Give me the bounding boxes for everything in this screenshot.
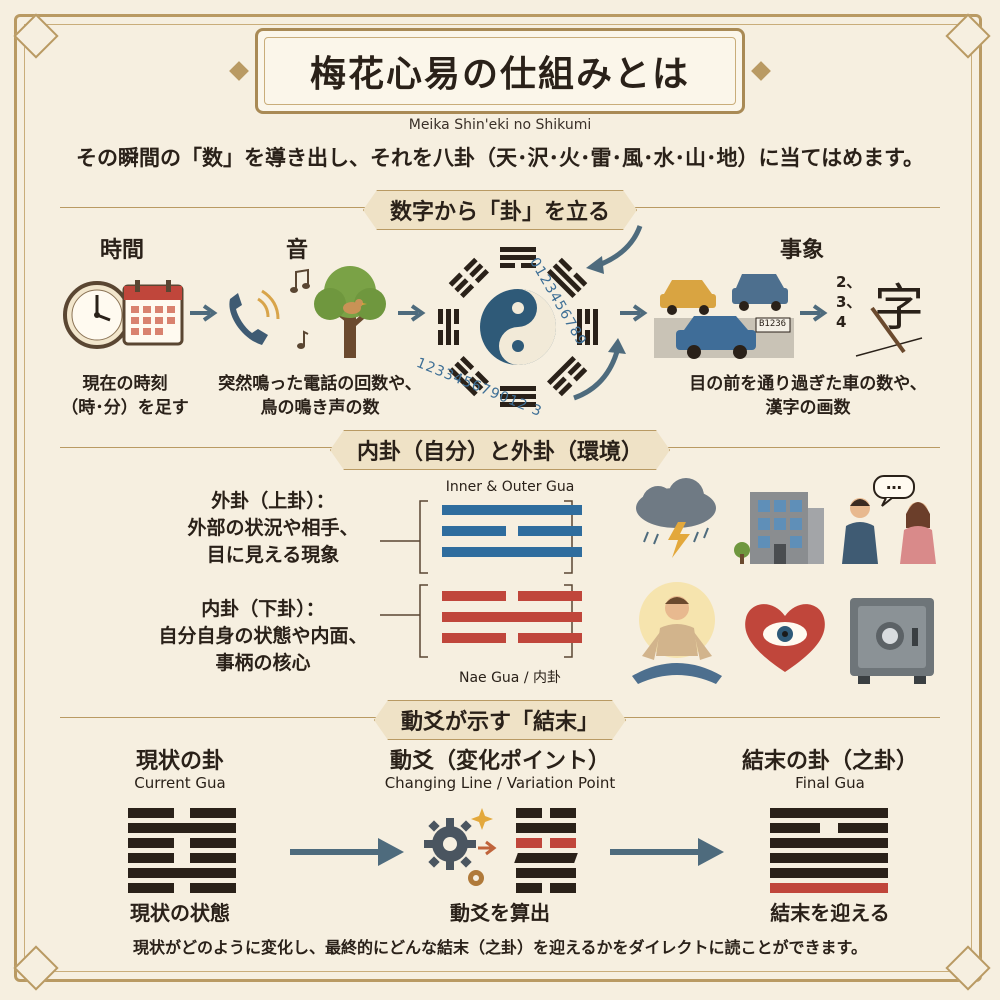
section2-header: 内卦（自分）と外卦（環境）	[0, 430, 1000, 470]
inner-line-broken-right	[518, 633, 582, 643]
outer-line-broken-right	[518, 526, 582, 536]
tree-bird-icon	[314, 266, 386, 358]
section1-header: 数字から「卦」を立る	[0, 190, 1000, 230]
lead-text: その瞬間の「数」を導き出し、それを八卦（天･沢･火･雷･風･水･山･地）に当ては…	[76, 146, 924, 170]
meditation-icon	[632, 582, 722, 684]
gear-icon	[424, 808, 497, 886]
building-icon	[734, 492, 824, 564]
arrow-right-icon	[190, 304, 218, 322]
inner-gua-description: 内卦（下卦）： 自分自身の状態や内面、 事柄の核心	[158, 598, 368, 674]
inner-line-broken-left	[442, 591, 506, 601]
event-caption: 目の前を通り過ぎた車の数や、 漢字の画数	[689, 374, 927, 418]
brush-icon	[855, 306, 923, 357]
safe-icon	[850, 598, 934, 684]
speech-bubble-text: …	[886, 474, 902, 493]
outer-line-solid	[442, 547, 582, 557]
license-plate: B1236	[759, 319, 787, 329]
final-gua-title: 結末の卦（之卦）	[741, 749, 918, 774]
inner-line-broken-right	[518, 591, 582, 601]
arrow-right-icon	[290, 838, 404, 866]
outer-frame	[14, 14, 982, 982]
sound-heading: 音	[286, 238, 309, 263]
stroke-numbers: 2、 3、 4	[836, 273, 862, 331]
section2-label: 内卦（自分）と外卦（環境）	[330, 430, 670, 470]
outer-line-broken-left	[442, 526, 506, 536]
cars-icon	[654, 274, 794, 359]
curved-arrow-icon	[573, 338, 626, 401]
inner-outer-caption: Inner & Outer Gua	[445, 479, 575, 495]
section1-label: 数字から「卦」を立る	[363, 190, 637, 230]
calendar-icon	[122, 280, 184, 346]
inner-line-solid	[442, 612, 582, 622]
title-box: 梅花心易の仕組みとは	[255, 28, 745, 114]
changing-line-en: Changing Line / Variation Point	[384, 774, 616, 792]
current-gua-title: 現状の卦	[135, 749, 224, 774]
current-gua-en: Current Gua	[134, 774, 226, 792]
bagua-yinyang-icon	[438, 247, 598, 407]
outer-line-solid	[442, 505, 582, 515]
phone-icon	[229, 289, 280, 345]
page-title: 梅花心易の仕組みとは	[309, 54, 690, 95]
inner-gua-caption: Nae Gua / 内卦	[458, 670, 562, 686]
trigram-stack	[425, 495, 601, 665]
outer-gua-description: 外卦（上卦）： 外部の状況や相手、 目に見える現象	[187, 490, 359, 566]
event-heading: 事象	[780, 238, 825, 263]
changing-line-caption: 動爻を算出	[450, 901, 550, 925]
footer-text: 現状がどのように変化し、最終的にどんな結末（之卦）を迎えるかをダイレクトに読こと…	[133, 938, 867, 957]
changing-hexagram	[514, 808, 578, 893]
subtitle: Meika Shin'eki no Shikumi	[408, 117, 592, 133]
storm-cloud-icon	[636, 478, 716, 558]
arrow-right-icon	[620, 304, 648, 322]
changing-line-title: 動爻（変化ポイント）	[389, 749, 610, 774]
final-gua-caption: 結末を迎える	[770, 901, 890, 925]
arrow-right-icon	[610, 838, 724, 866]
time-heading: 時間	[100, 238, 145, 263]
kanji-character: 字	[874, 279, 924, 337]
inner-frame	[24, 24, 972, 972]
music-note-icon	[290, 268, 310, 293]
final-gua-en: Final Gua	[795, 774, 865, 792]
music-note-icon	[297, 330, 309, 349]
arrow-right-icon	[398, 304, 426, 322]
inner-line-broken-left	[442, 633, 506, 643]
section3-header: 動爻が示す「結末」	[0, 700, 1000, 740]
time-caption: 現在の時刻 （時･分）を足す	[61, 374, 189, 418]
sound-caption: 突然鳴った電話の回数や、 鳥の鳴き声の数	[218, 374, 422, 418]
current-hexagram	[128, 808, 236, 893]
current-gua-caption: 現状の状態	[130, 901, 230, 925]
curved-arrow-icon	[586, 225, 643, 274]
arrow-right-icon	[800, 304, 828, 322]
section3-label: 動爻が示す「結末」	[374, 700, 626, 740]
final-hexagram	[770, 808, 888, 893]
conversation-people-icon	[842, 475, 936, 564]
heart-eye-icon	[745, 604, 825, 672]
